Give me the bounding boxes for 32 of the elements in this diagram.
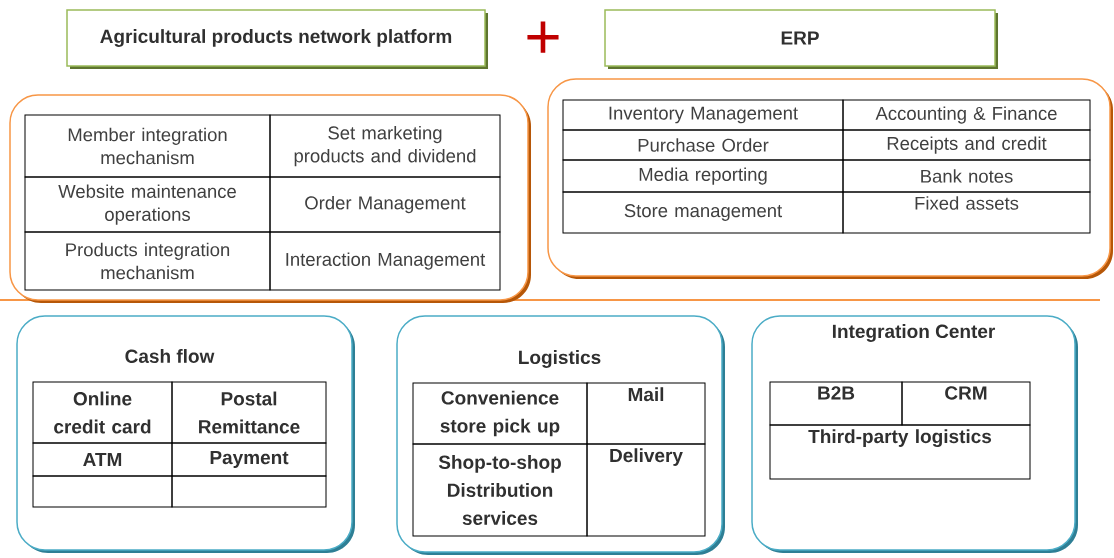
table-cell: Mail [586,382,706,445]
table-cell: Store management [562,191,844,234]
panel [9,94,531,303]
table-cell: Inventory Management [562,99,844,131]
title-box: Agricultural products network platform [66,9,488,69]
plus-sign: + [527,21,559,53]
table-cell: Delivery [586,443,706,537]
table-cell: Products integration mechanism [24,231,271,291]
table-cell [32,475,173,508]
table-cell [171,475,327,508]
table-cell: Set marketing products and dividend [269,114,501,178]
panel [547,78,1113,279]
table-cell: Online credit card [32,381,173,444]
table-cell: Purchase Order [562,129,844,161]
table-cell: Media reporting [562,159,844,193]
table-cell: Payment [171,442,327,477]
table-cell: Convenience store pick up [412,382,588,445]
table-cell: Bank notes [842,159,1091,193]
table-cell: Website maintenance operations [24,176,271,233]
table-cell: Accounting & Finance [842,99,1091,131]
table-cell: Fixed assets [842,191,1091,234]
table-cell: B2B [769,381,903,426]
table-cell: Member integration mechanism [24,114,271,178]
table-cell: Order Management [269,176,501,233]
table-cell: Receipts and credit [842,129,1091,161]
table-cell: Shop-to-shop Distribution services [412,443,588,537]
title-box: ERP [604,9,998,69]
table-cell: ATM [32,442,173,477]
table-cell: Interaction Management [269,231,501,291]
table-cell: Postal Remittance [171,381,327,444]
table-cell: CRM [901,381,1031,426]
table-cell: Third-party logistics [769,424,1031,480]
